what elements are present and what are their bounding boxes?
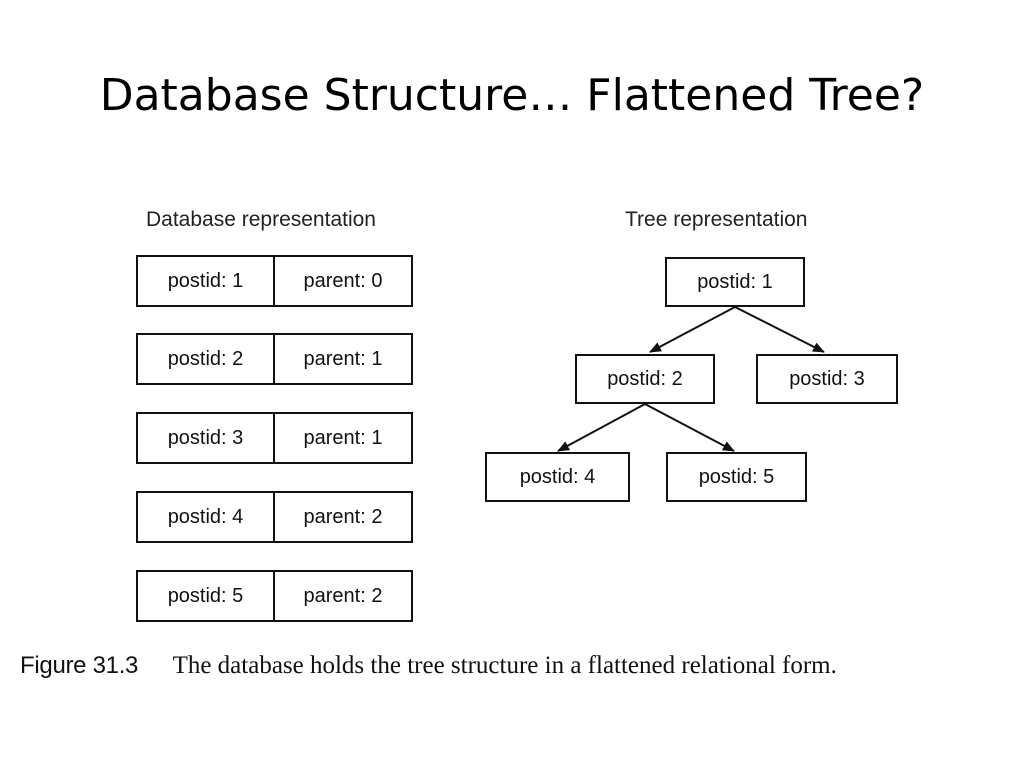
tree-node-1: postid: 1 xyxy=(665,257,805,307)
parent-cell: parent: 2 xyxy=(303,584,383,607)
database-row-2: postid: 2 parent: 1 xyxy=(136,333,413,385)
tree-representation-label: Tree representation xyxy=(625,208,808,231)
database-row-1: postid: 1 parent: 0 xyxy=(136,255,413,307)
postid-cell: postid: 5 xyxy=(138,572,275,620)
tree-node-2: postid: 2 xyxy=(575,354,715,404)
database-row-5: postid: 5 parent: 2 xyxy=(136,570,413,622)
parent-cell: parent: 1 xyxy=(303,426,383,449)
edge-1-to-2 xyxy=(649,306,736,353)
postid-cell: postid: 1 xyxy=(138,257,275,305)
caption-text: The database holds the tree structure in… xyxy=(172,652,837,679)
edge-2-to-5 xyxy=(644,403,735,452)
postid-cell: postid: 3 xyxy=(138,414,275,462)
figure-caption: Figure 31.3 The database holds the tree … xyxy=(20,652,837,680)
parent-cell: parent: 1 xyxy=(303,347,383,370)
edge-1-to-3 xyxy=(734,306,825,353)
database-representation-label: Database representation xyxy=(146,208,376,231)
tree-node-5: postid: 5 xyxy=(666,452,807,502)
figure-number: Figure 31.3 xyxy=(20,652,139,679)
tree-node-3: postid: 3 xyxy=(756,354,898,404)
database-row-4: postid: 4 parent: 2 xyxy=(136,491,413,543)
database-row-3: postid: 3 parent: 1 xyxy=(136,412,413,464)
postid-cell: postid: 2 xyxy=(138,335,275,383)
edge-2-to-4 xyxy=(557,403,646,452)
parent-cell: parent: 0 xyxy=(303,269,383,292)
postid-cell: postid: 4 xyxy=(138,493,275,541)
tree-node-4: postid: 4 xyxy=(485,452,630,502)
slide-title: Database Structure… Flattened Tree? xyxy=(99,70,925,121)
parent-cell: parent: 2 xyxy=(303,505,383,528)
